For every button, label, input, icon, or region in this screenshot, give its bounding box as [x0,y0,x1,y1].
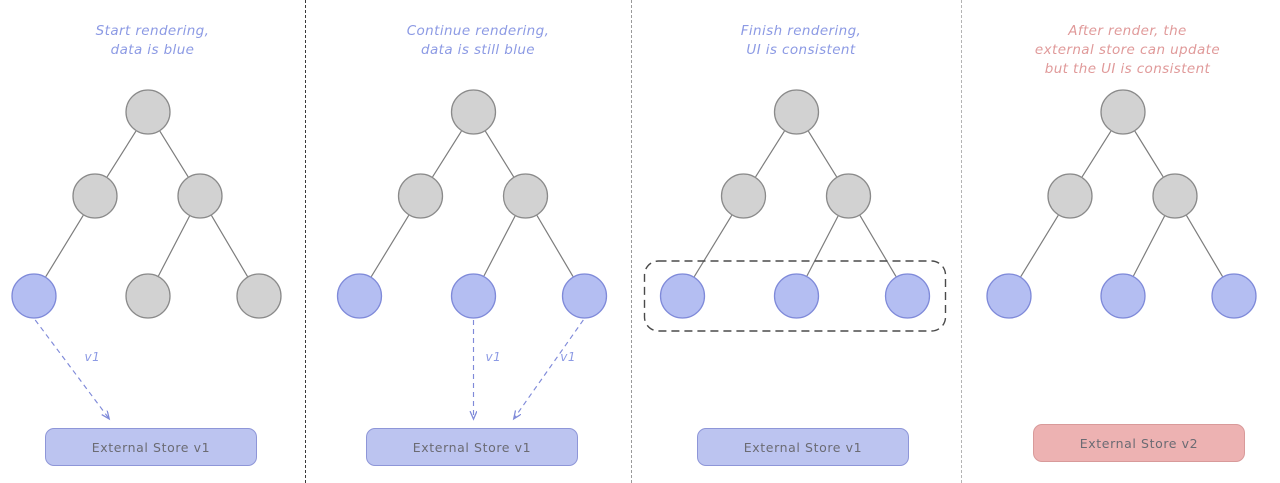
tree-node-mid-right [1152,173,1198,219]
tree-node-leaf-1 [1100,273,1146,319]
tree-node-leaf-2 [884,273,931,319]
panel-title: Start rendering, data is blue [95,23,210,58]
tree-node-root [450,89,497,135]
tree-node-leaf-0 [986,273,1032,319]
panel-divider-2 [631,0,632,483]
panel-title: Continue rendering, data is still blue [406,23,550,58]
component-tree [986,89,1257,319]
store-write-label: v1 [485,350,502,364]
external-store-box[interactable]: External Store v2 [1033,424,1245,462]
store-write-label: v1 [560,350,576,364]
panel-title: After render, the external store can upd… [1034,23,1221,77]
tree-node-leaf-2 [236,273,282,319]
tree-node-mid-right [177,173,223,219]
external-store-box[interactable]: External Store v1 [697,428,909,466]
panel-after-render: After render, the external store can upd… [975,0,1280,483]
tree-node-mid-right [502,173,549,219]
tree-node-mid-left [397,173,444,219]
tree-node-leaf-0 [336,273,383,319]
tree-node-root [773,89,820,135]
tree-node-leaf-0 [659,273,706,319]
store-write-arrow [514,319,584,418]
tree-node-leaf-2 [561,273,608,319]
tree-node-root [1100,89,1146,135]
tree-node-leaf-1 [773,273,820,319]
component-tree [643,89,947,332]
panel-divider-1 [305,0,306,483]
tree-node-root [125,89,171,135]
external-store-box[interactable]: External Store v1 [366,428,578,466]
tree-node-leaf-0 [11,273,57,319]
panel-divider-3 [961,0,962,483]
tree-node-leaf-2 [1211,273,1257,319]
tree-node-mid-right [825,173,872,219]
component-tree [336,89,608,483]
tree-node-mid-left [1047,173,1093,219]
tree-node-leaf-1 [125,273,171,319]
panel-continue-render: Continue rendering, data is still blue v1… [318,0,638,483]
external-store-box[interactable]: External Store v1 [45,428,257,466]
panel-title: Finish rendering, UI is consistent [740,23,862,58]
tree-node-leaf-1 [450,273,497,319]
store-write-arrow [34,319,108,418]
tree-node-mid-left [72,173,118,219]
store-write-label: v1 [84,350,101,364]
tree-node-mid-left [720,173,767,219]
component-tree [11,89,282,483]
